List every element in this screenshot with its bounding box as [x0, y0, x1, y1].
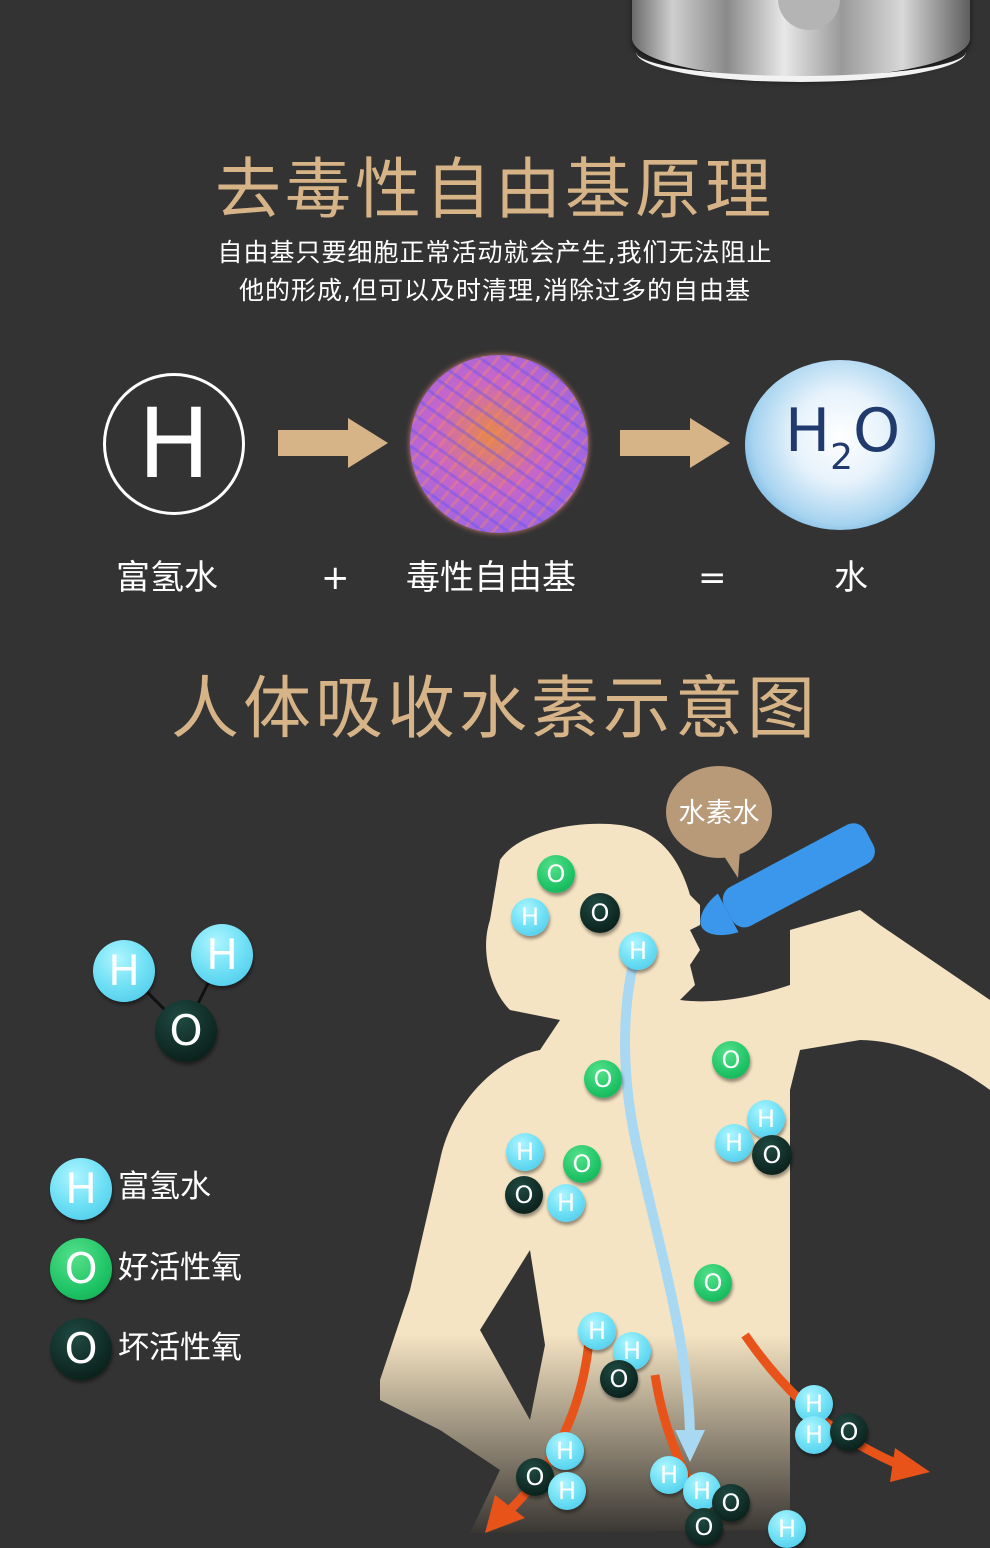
- legend-good-oxygen-label: 好活性氧: [118, 1250, 242, 1286]
- hydrogen-atom: H: [619, 932, 657, 970]
- hydrogen-atom: H: [683, 1472, 721, 1510]
- good-oxygen-atom: O: [563, 1145, 601, 1183]
- legend-bad-oxygen-label: 坏活性氧: [118, 1330, 242, 1366]
- water-bottle-icon: [700, 823, 875, 936]
- hydrogen-atom: H: [747, 1100, 785, 1138]
- molecule-hydrogen-atom-1: H: [93, 940, 155, 1002]
- label-water: 水: [834, 558, 868, 598]
- label-free-radical: 毒性自由基: [406, 558, 576, 598]
- legend-hydrogen-label: 富氢水: [118, 1169, 211, 1205]
- hydrogen-atom: H: [511, 898, 549, 936]
- hydrogen-atom: H: [795, 1385, 833, 1423]
- hydrogen-atom: H: [506, 1133, 544, 1171]
- arrow-right-icon: [620, 418, 730, 468]
- molecule-hydrogen-atom-2: H: [191, 924, 253, 986]
- hydrogen-atom: H: [650, 1456, 688, 1494]
- water-splash-icon: [745, 360, 935, 530]
- good-oxygen-atom: O: [712, 1041, 750, 1079]
- hydrogen-symbol-icon: H: [103, 373, 245, 515]
- bad-oxygen-atom: O: [505, 1176, 543, 1214]
- equals-sign: =: [698, 558, 727, 598]
- plus-sign: +: [321, 558, 350, 598]
- bad-oxygen-atom: O: [600, 1360, 638, 1398]
- speech-bubble: 水素水: [666, 766, 772, 858]
- device-base-ring: [636, 40, 966, 82]
- hydrogen-atom: H: [715, 1124, 753, 1162]
- label-hydrogen-water: 富氢水: [116, 558, 218, 598]
- good-oxygen-atom: O: [694, 1264, 732, 1302]
- bad-oxygen-atom: O: [685, 1508, 723, 1546]
- good-oxygen-atom: O: [584, 1060, 622, 1098]
- free-radical-icon: [410, 355, 588, 533]
- legend-hydrogen-icon: H: [50, 1158, 112, 1220]
- hydrogen-atom: H: [547, 1184, 585, 1222]
- bad-oxygen-atom: O: [752, 1135, 792, 1175]
- good-oxygen-atom: O: [537, 855, 575, 893]
- hydrogen-atom: H: [548, 1472, 586, 1510]
- h2o-formula: H2O: [785, 396, 901, 478]
- arrow-right-icon: [278, 418, 388, 468]
- bad-oxygen-atom: O: [516, 1458, 554, 1496]
- hydrogen-atom: H: [768, 1510, 806, 1548]
- legend-good-oxygen-icon: O: [50, 1238, 112, 1300]
- section1-subtitle-line1: 自由基只要细胞正常活动就会产生,我们无法阻止: [217, 238, 773, 267]
- molecule-oxygen-atom: O: [155, 1000, 217, 1062]
- legend-bad-oxygen-icon: O: [50, 1318, 112, 1380]
- hydrogen-atom: H: [578, 1312, 616, 1350]
- speech-bubble-tail: [720, 850, 740, 878]
- hydrogen-atom: H: [795, 1416, 833, 1454]
- hydrogen-atom: H: [546, 1432, 584, 1470]
- section2-title: 人体吸收水素示意图: [170, 670, 819, 749]
- section1-title: 去毒性自由基原理: [215, 151, 775, 228]
- bad-oxygen-atom: O: [580, 893, 620, 933]
- section1-subtitle-line2: 他的形成,但可以及时清理,消除过多的自由基: [239, 276, 751, 305]
- bad-oxygen-atom: O: [830, 1413, 868, 1451]
